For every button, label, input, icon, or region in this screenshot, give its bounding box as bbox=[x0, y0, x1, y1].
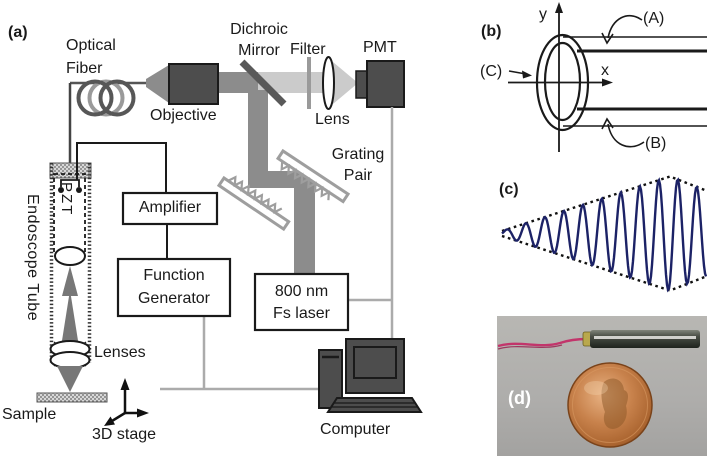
amplifier-box bbox=[121, 191, 219, 226]
tube-lens-2 bbox=[49, 351, 91, 369]
pmt-icon bbox=[355, 60, 405, 108]
filter-label: Filter bbox=[290, 41, 326, 58]
lens-label: Lens bbox=[315, 111, 350, 128]
lens-icon bbox=[322, 56, 335, 110]
sample-icon bbox=[36, 392, 108, 403]
connection-lines bbox=[160, 107, 394, 391]
callout-c-label: (C) bbox=[480, 63, 503, 80]
computer-label: Computer bbox=[320, 421, 391, 438]
panel-c-label: (c) bbox=[499, 181, 519, 198]
grating-lower bbox=[216, 175, 291, 232]
stage-label: 3D stage bbox=[92, 426, 157, 443]
b-x-axis-label: x bbox=[601, 62, 609, 79]
grating-upper bbox=[275, 148, 351, 204]
electronics-boxes bbox=[116, 191, 350, 332]
callout-a-label: (A) bbox=[643, 10, 665, 27]
stage-axes-icon bbox=[104, 378, 149, 426]
lincoln-profile bbox=[601, 378, 628, 429]
panel-a-label: (a) bbox=[8, 24, 28, 41]
function-generator-box bbox=[116, 257, 232, 318]
red-fiber bbox=[497, 337, 588, 348]
callout-b-arrow bbox=[607, 123, 645, 148]
laser-box bbox=[253, 272, 350, 332]
pzt-label: PZT bbox=[58, 182, 75, 217]
optical-fiber-coil bbox=[68, 79, 148, 177]
b-y-axis-label: y bbox=[539, 6, 547, 23]
panel-b-diagram bbox=[508, 2, 707, 152]
dichroic-mirror-icon bbox=[239, 59, 287, 107]
endoscope-tube-icon bbox=[49, 142, 167, 392]
objective-label: Objective bbox=[150, 107, 217, 124]
probe-photo-items bbox=[497, 330, 700, 448]
lenses-label: Lenses bbox=[94, 344, 146, 361]
pmt-label: PMT bbox=[363, 39, 397, 56]
endoscope-tube-label: Endoscope Tube bbox=[24, 194, 41, 322]
objective-icon bbox=[146, 63, 219, 105]
computer-icon bbox=[318, 338, 423, 413]
pzt-box bbox=[53, 173, 86, 253]
panel-b-label: (b) bbox=[481, 23, 502, 40]
amplifier-label: Amplifier bbox=[138, 199, 202, 216]
callout-b-label: (B) bbox=[645, 135, 667, 152]
sample-label: Sample bbox=[2, 406, 57, 423]
panel-d-label: (d) bbox=[508, 388, 531, 408]
panel-c-wave bbox=[501, 175, 707, 293]
callout-a-arrow bbox=[607, 14, 643, 39]
